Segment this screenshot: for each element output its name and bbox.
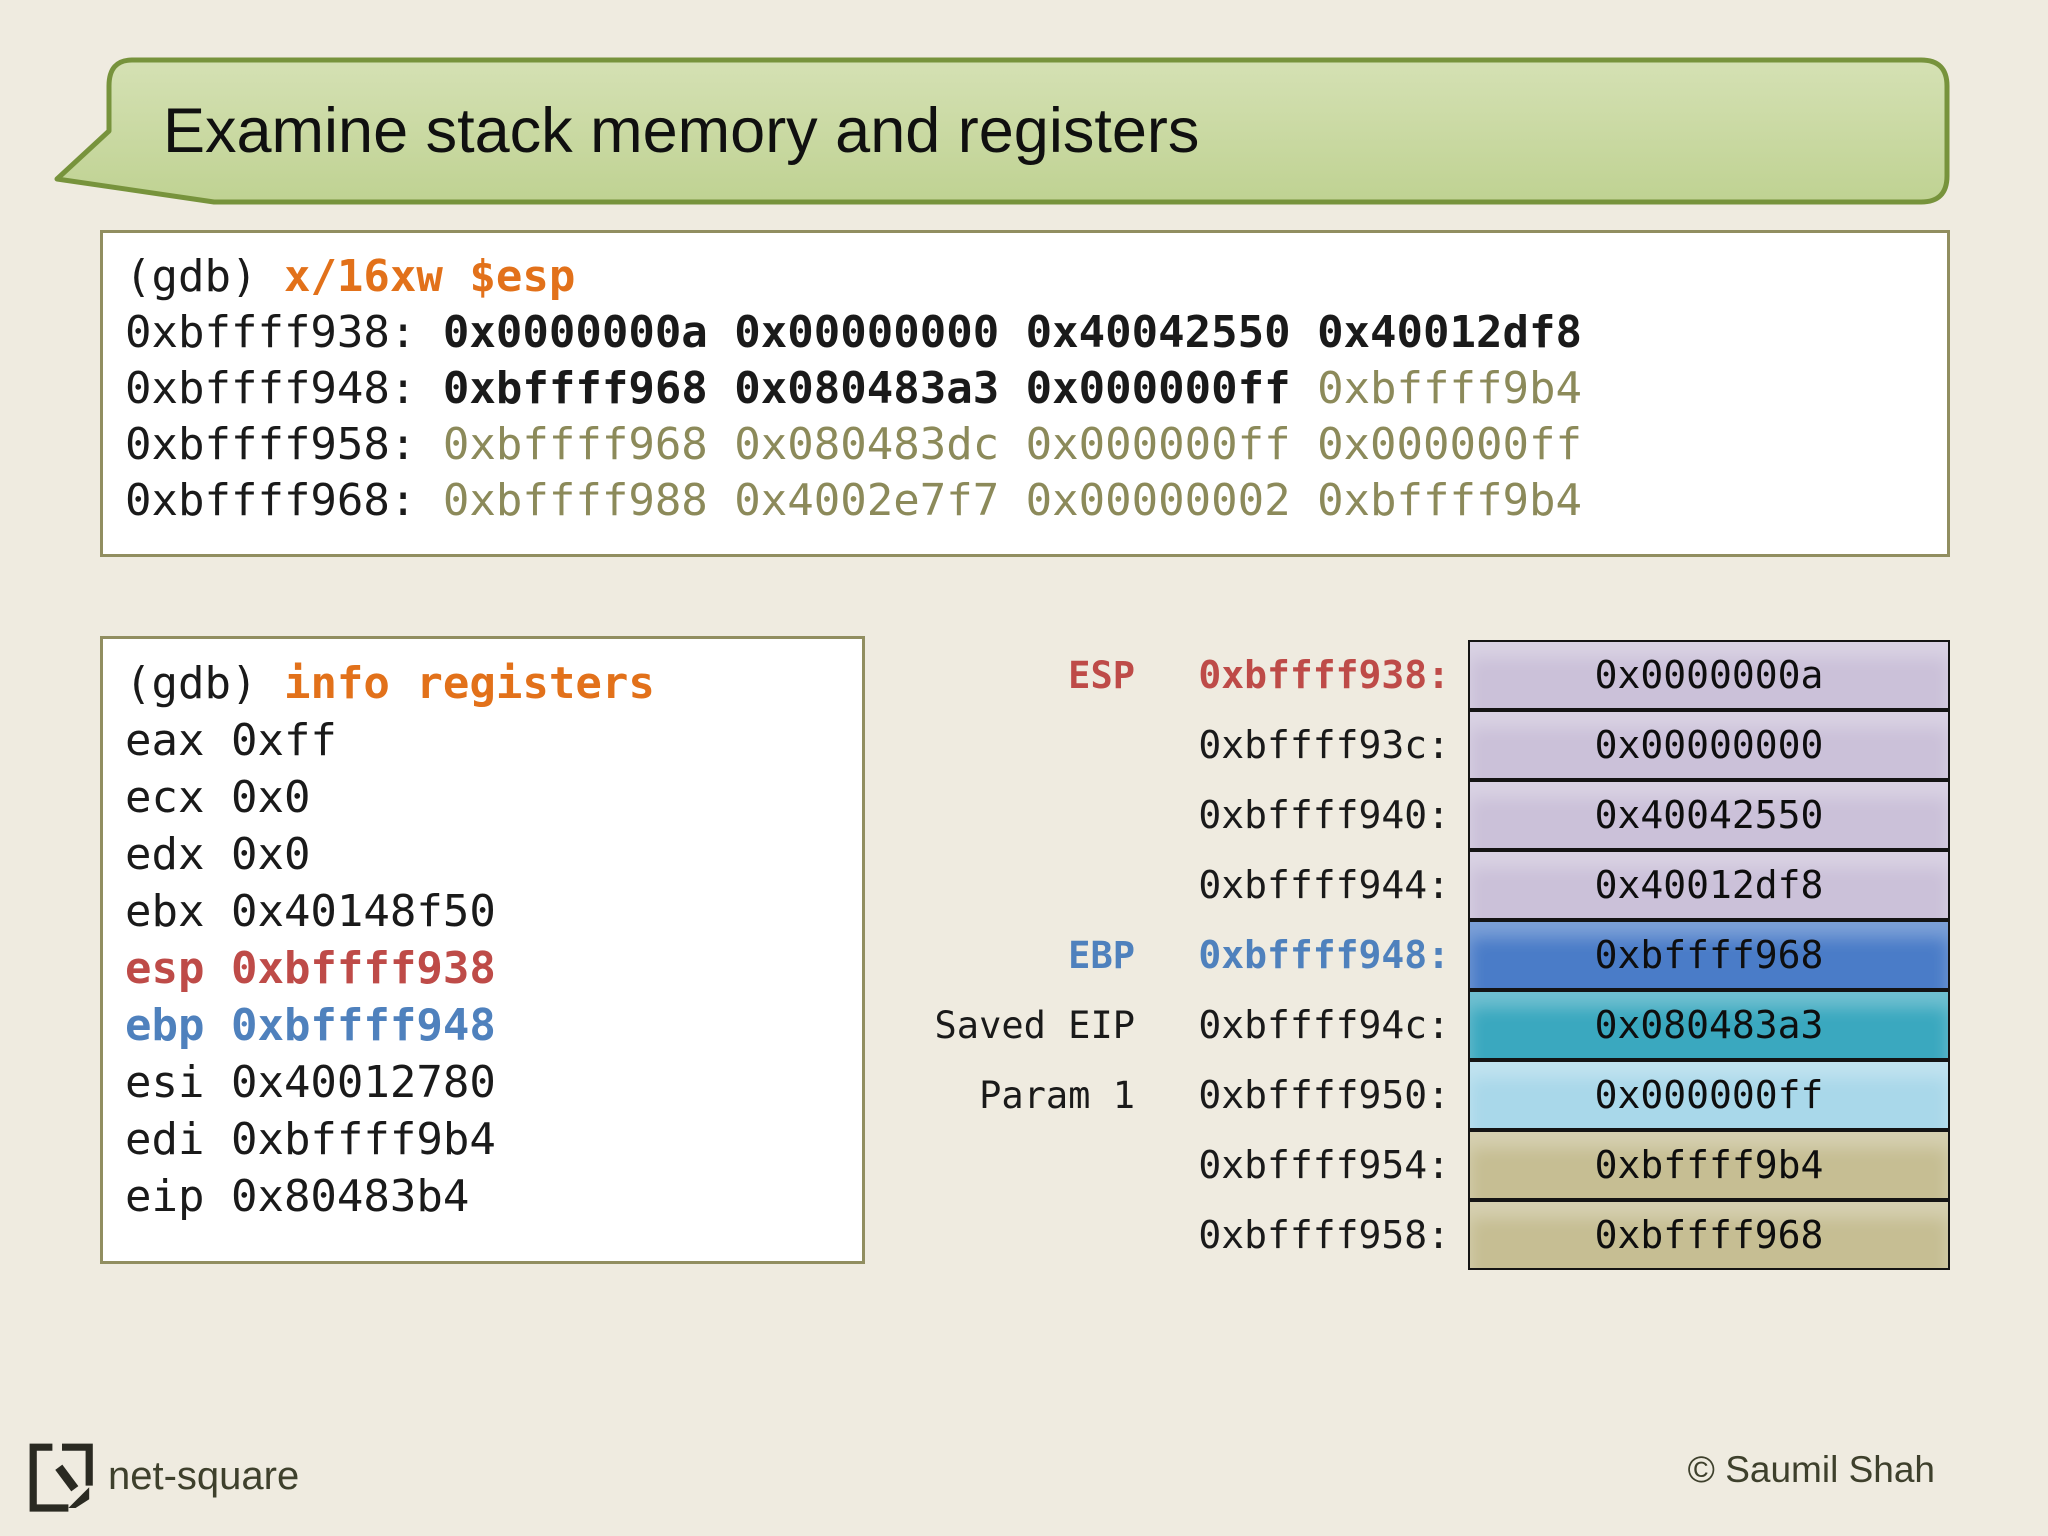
footer-brand-text: net-square xyxy=(108,1453,300,1498)
code-line: edx 0x0 xyxy=(125,826,840,883)
stack-row: Param 1 0xbffff950: 0x000000ff xyxy=(860,1060,1950,1130)
code-line: 0xbffff938: 0x0000000a 0x00000000 0x4004… xyxy=(125,305,1925,361)
code-line: esp 0xbffff938 xyxy=(125,940,840,997)
code-segment: 0xbffff9b4 xyxy=(1317,363,1582,414)
stack-address-label: 0xbffff93c: xyxy=(1198,723,1450,767)
code-line: edi 0xbffff9b4 xyxy=(125,1111,840,1168)
page-title: Examine stack memory and registers xyxy=(163,96,1200,166)
code-line: eax 0xff xyxy=(125,712,840,769)
code-segment: 0xbffff938: xyxy=(125,307,443,358)
stack-row: EBP 0xbffff948: 0xbffff968 xyxy=(860,920,1950,990)
code-segment: x/16xw $esp xyxy=(283,251,576,302)
stack-address-label: 0xbffff938: xyxy=(1198,653,1450,697)
stack-address-label: 0xbffff954: xyxy=(1198,1143,1450,1187)
code-line: ebp 0xbffff948 xyxy=(125,997,840,1054)
stack-address-label: 0xbffff950: xyxy=(1198,1073,1450,1117)
code-segment: info registers xyxy=(283,658,655,709)
code-segment: eax 0xff xyxy=(125,715,337,766)
code-line: 0xbffff948: 0xbffff968 0x080483a3 0x0000… xyxy=(125,361,1925,417)
stack-address-label: 0xbffff940: xyxy=(1198,793,1450,837)
footer-copyright-text: © Saumil Shah xyxy=(1687,1449,1935,1490)
code-line: 0xbffff958: 0xbffff968 0x080483dc 0x0000… xyxy=(125,417,1925,473)
stack-address-label: 0xbffff944: xyxy=(1198,863,1450,907)
stack-address-label: 0xbffff94c: xyxy=(1198,1003,1450,1047)
net-square-logo-icon xyxy=(29,1443,93,1512)
code-line: 0xbffff968: 0xbffff988 0x4002e7f7 0x0000… xyxy=(125,473,1925,529)
code-segment: esi 0x40012780 xyxy=(125,1057,496,1108)
code-segment: ebp 0xbffff948 xyxy=(125,1000,496,1051)
stack-register-label: Param 1 xyxy=(979,1073,1135,1117)
code-segment: esp 0xbffff938 xyxy=(125,943,496,994)
code-segment: (gdb) xyxy=(125,658,284,709)
code-line: eip 0x80483b4 xyxy=(125,1168,840,1225)
stack-register-label: ESP xyxy=(1068,653,1135,697)
title-banner xyxy=(54,57,1950,205)
code-segment: 0xbffff988 0x4002e7f7 0x00000002 0xbffff… xyxy=(442,475,1582,526)
stack-cell-value: 0x00000000 xyxy=(1468,710,1950,780)
code-line: ebx 0x40148f50 xyxy=(125,883,840,940)
stack-row: ESP 0xbffff938: 0x0000000a xyxy=(860,640,1950,710)
stack-cell-value: 0x0000000a xyxy=(1468,640,1950,710)
stack-cell-value: 0x000000ff xyxy=(1468,1060,1950,1130)
code-segment: 0xbffff958: xyxy=(125,419,443,470)
stack-cell-value: 0x080483a3 xyxy=(1468,990,1950,1060)
stack-cell-value: 0x40042550 xyxy=(1468,780,1950,850)
stack-cell-value: 0xbffff9b4 xyxy=(1468,1130,1950,1200)
stack-row: 0xbffff940: 0x40042550 xyxy=(860,780,1950,850)
stack-row: Saved EIP 0xbffff94c: 0x080483a3 xyxy=(860,990,1950,1060)
code-segment: ebx 0x40148f50 xyxy=(125,886,496,937)
stack-row: 0xbffff93c: 0x00000000 xyxy=(860,710,1950,780)
code-segment: 0xbffff968 0x080483dc 0x000000ff 0x00000… xyxy=(442,419,1582,470)
code-line: (gdb) info registers xyxy=(125,655,840,712)
stack-cell-value: 0xbffff968 xyxy=(1468,920,1950,990)
stack-row: 0xbffff944: 0x40012df8 xyxy=(860,850,1950,920)
stack-diagram: ESP 0xbffff938: 0x0000000a 0xbffff93c: 0… xyxy=(860,640,1950,1270)
code-segment: 0xbffff948: xyxy=(125,363,443,414)
code-line: esi 0x40012780 xyxy=(125,1054,840,1111)
code-segment: (gdb) xyxy=(125,251,284,302)
stack-address-label: 0xbffff948: xyxy=(1198,933,1450,977)
stack-cell-value: 0xbffff968 xyxy=(1468,1200,1950,1270)
speech-bubble-shape xyxy=(54,57,1950,205)
stack-row: 0xbffff954: 0xbffff9b4 xyxy=(860,1130,1950,1200)
code-segment: 0xbffff968 0x080483a3 0x000000ff xyxy=(442,363,1318,414)
code-segment: edx 0x0 xyxy=(125,829,311,880)
code-segment: 0x0000000a 0x00000000 0x40042550 0x40012… xyxy=(442,307,1582,358)
stack-register-label: EBP xyxy=(1068,933,1135,977)
code-segment: 0xbffff968: xyxy=(125,475,443,526)
code-segment: edi 0xbffff9b4 xyxy=(125,1114,496,1165)
stack-cell-value: 0x40012df8 xyxy=(1468,850,1950,920)
stack-address-label: 0xbffff958: xyxy=(1198,1213,1450,1257)
code-line: (gdb) x/16xw $esp xyxy=(125,249,1925,305)
code-line: ecx 0x0 xyxy=(125,769,840,826)
stack-row: 0xbffff958: 0xbffff968 xyxy=(860,1200,1950,1270)
code-segment: ecx 0x0 xyxy=(125,772,311,823)
code-segment: eip 0x80483b4 xyxy=(125,1171,470,1222)
stack-register-label: Saved EIP xyxy=(934,1003,1135,1047)
